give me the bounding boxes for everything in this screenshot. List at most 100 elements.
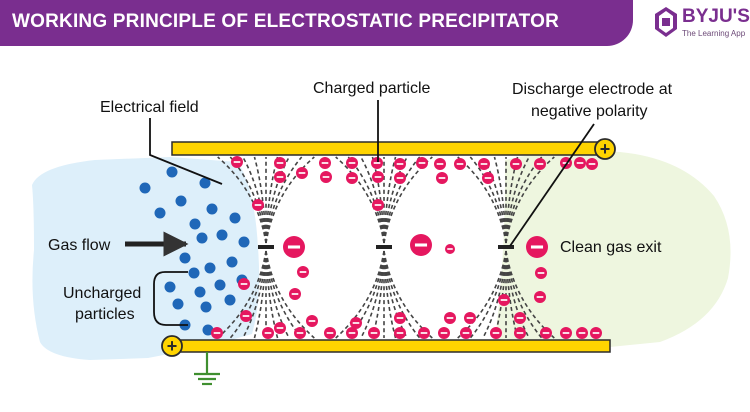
label-discharge-electrode-line1: Discharge electrode at xyxy=(512,81,673,98)
charged-particle xyxy=(535,267,547,279)
uncharged-particles xyxy=(139,166,250,336)
field-line xyxy=(469,156,507,244)
charged-particle xyxy=(324,327,336,339)
charged-particle xyxy=(560,327,572,339)
charged-particle xyxy=(482,172,494,184)
charged-particle xyxy=(238,278,250,290)
logo-name: BYJU'S xyxy=(682,6,750,27)
charged-particle xyxy=(590,327,602,339)
field-line xyxy=(265,156,315,244)
uncharged-particle xyxy=(214,279,226,291)
field-line xyxy=(383,156,433,244)
charged-particle xyxy=(418,327,430,339)
title-bar: WORKING PRINCIPLE OF ELECTROSTATIC PRECI… xyxy=(0,0,633,46)
charged-particle xyxy=(510,158,522,170)
field-line xyxy=(265,250,315,339)
uncharged-particle xyxy=(189,218,201,230)
plus-sign: + xyxy=(600,139,611,159)
charged-particle xyxy=(460,327,472,339)
charged-particle xyxy=(445,244,455,254)
charged-particle xyxy=(514,327,526,339)
charged-particle xyxy=(211,327,223,339)
byjus-logo: BYJU'S The Learning App xyxy=(655,5,750,43)
uncharged-particle xyxy=(172,298,184,310)
charged-particle xyxy=(368,327,380,339)
uncharged-particle xyxy=(196,232,208,244)
label-leader-lines xyxy=(149,100,595,326)
charged-particle xyxy=(346,172,358,184)
label-uncharged-line1: Uncharged xyxy=(63,285,141,302)
charged-particle xyxy=(306,315,318,327)
uncharged-particle xyxy=(188,267,200,279)
charged-particle xyxy=(297,266,309,278)
charged-particle xyxy=(438,327,450,339)
uncharged-particle xyxy=(175,195,187,207)
uncharged-particle xyxy=(154,207,166,219)
charged-particle xyxy=(274,157,286,169)
charged-particle xyxy=(436,172,448,184)
field-line xyxy=(383,156,421,244)
uncharged-particle xyxy=(202,324,214,336)
uncharged-particle xyxy=(166,166,178,178)
charged-particle xyxy=(372,171,384,183)
bottom-collector-plate xyxy=(171,339,611,353)
charged-particle xyxy=(346,327,358,339)
charged-particle xyxy=(289,288,301,300)
field-line xyxy=(383,250,433,339)
charged-particle xyxy=(576,327,588,339)
uncharged-particle xyxy=(206,203,218,215)
charged-particle xyxy=(490,327,502,339)
charged-particle xyxy=(444,312,456,324)
label-electrical-field: Electrical field xyxy=(100,99,199,116)
charged-particle xyxy=(394,158,406,170)
uncharged-particle xyxy=(238,236,250,248)
field-line xyxy=(505,156,555,244)
label-clean-gas-exit: Clean gas exit xyxy=(560,239,662,256)
clean-exit-zone xyxy=(495,150,731,352)
charged-particle xyxy=(434,158,446,170)
charged-particle xyxy=(514,312,526,324)
charged-particle xyxy=(574,157,586,169)
charged-particle xyxy=(294,327,306,339)
charged-particle xyxy=(410,234,432,256)
charged-particle xyxy=(586,158,598,170)
top-collector-plate xyxy=(171,141,606,156)
charged-particle xyxy=(498,294,510,306)
charged-particle xyxy=(240,310,252,322)
charged-particle xyxy=(346,157,358,169)
charged-particle xyxy=(372,199,384,211)
uncharged-particle xyxy=(139,182,151,194)
uncharged-particle xyxy=(199,177,211,189)
charged-particle xyxy=(394,327,406,339)
charged-particle xyxy=(320,171,332,183)
label-charged-particle: Charged particle xyxy=(313,80,431,97)
uncharged-particle xyxy=(194,286,206,298)
uncharged-particle xyxy=(229,212,241,224)
charged-particles xyxy=(211,156,602,339)
uncharged-particle xyxy=(226,256,238,268)
label-uncharged-line2: particles xyxy=(75,306,135,323)
label-discharge-electrode-line2: negative polarity xyxy=(531,103,648,120)
charged-particle xyxy=(464,312,476,324)
charged-particle xyxy=(534,291,546,303)
charged-particle xyxy=(526,236,548,258)
uncharged-particle xyxy=(164,281,176,293)
bottom-plate-positive-terminal: + xyxy=(161,335,183,357)
logo-tagline: The Learning App xyxy=(682,29,746,38)
charged-particle xyxy=(478,158,490,170)
charged-particle xyxy=(454,158,466,170)
charged-particle xyxy=(540,327,552,339)
uncharged-particle xyxy=(204,262,216,274)
charged-particle xyxy=(231,156,243,168)
page-title: WORKING PRINCIPLE OF ELECTROSTATIC PRECI… xyxy=(12,11,560,32)
charged-particle xyxy=(371,157,383,169)
uncharged-particle xyxy=(216,229,228,241)
logo-mark-icon xyxy=(655,7,677,37)
field-line xyxy=(265,156,303,244)
charged-particle xyxy=(394,172,406,184)
charged-particle xyxy=(274,322,286,334)
charged-particle xyxy=(296,167,308,179)
plus-sign: + xyxy=(167,336,178,356)
charged-particle xyxy=(394,312,406,324)
